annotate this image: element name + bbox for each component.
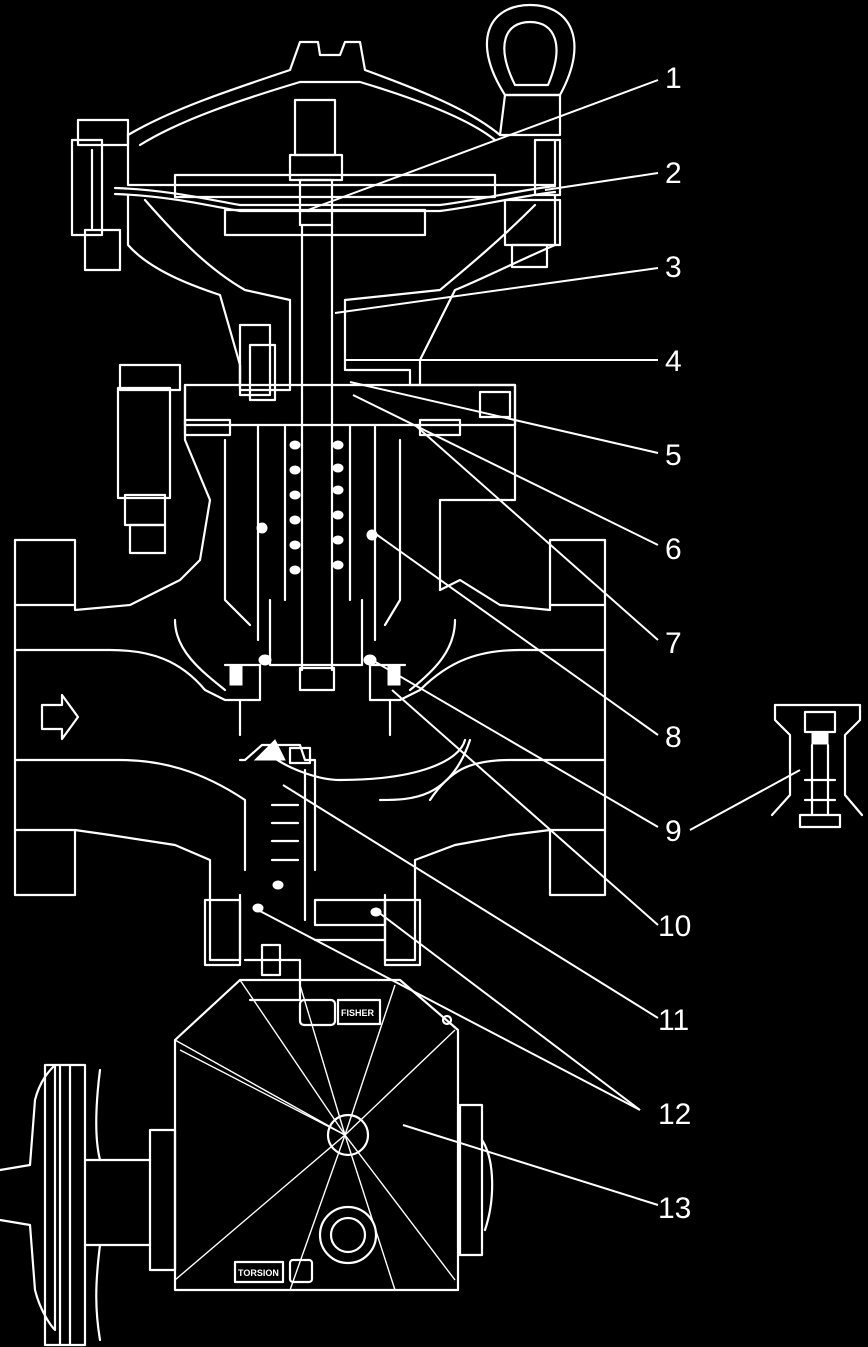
callout-numbers: 1 2 3 4 5 6 7 8 9 10 11 12 13 bbox=[658, 62, 691, 1225]
callout-9: 9 bbox=[665, 815, 682, 848]
callout-7: 7 bbox=[665, 627, 682, 660]
torsion-actuator-housing bbox=[148, 978, 494, 1292]
callout-6: 6 bbox=[665, 533, 682, 566]
callout-4: 4 bbox=[665, 345, 682, 378]
callout-13: 13 bbox=[658, 1192, 691, 1225]
callout-8: 8 bbox=[665, 721, 682, 754]
callout-5: 5 bbox=[665, 439, 682, 472]
spring-assembly bbox=[223, 423, 402, 667]
lower-plug-seat bbox=[238, 739, 317, 922]
callout-3: 3 bbox=[665, 251, 682, 284]
callout-1: 1 bbox=[665, 62, 682, 95]
callout-12: 12 bbox=[658, 1098, 691, 1131]
bonnet-bolt-left bbox=[116, 363, 182, 555]
inset-detail-view bbox=[770, 703, 864, 829]
nameplate-top: FISHER bbox=[336, 998, 382, 1026]
valve-body bbox=[13, 383, 607, 897]
bottom-bonnet bbox=[203, 893, 422, 1002]
diaphragm-casing bbox=[126, 40, 557, 387]
stem-nut bbox=[288, 98, 344, 227]
callout-leaders bbox=[257, 79, 801, 1206]
diaphragm bbox=[113, 173, 557, 237]
callout-11: 11 bbox=[658, 1004, 689, 1037]
upper-seat bbox=[223, 663, 407, 702]
svg-text:FISHER: FISHER bbox=[341, 1008, 375, 1018]
flow-direction-arrow-icon bbox=[40, 693, 80, 741]
actuator-stem bbox=[298, 223, 336, 692]
casing-flange-bolts-right bbox=[503, 138, 562, 269]
lifting-eye-bolt bbox=[485, 3, 576, 137]
callout-10: 10 bbox=[658, 910, 691, 943]
nameplate-left: TORSION bbox=[233, 1260, 285, 1284]
svg-text:TORSION: TORSION bbox=[238, 1268, 279, 1278]
callout-2: 2 bbox=[665, 157, 682, 190]
casing-flange-bolts-left bbox=[70, 118, 130, 272]
side-diaphragm-actuator bbox=[0, 1063, 152, 1347]
